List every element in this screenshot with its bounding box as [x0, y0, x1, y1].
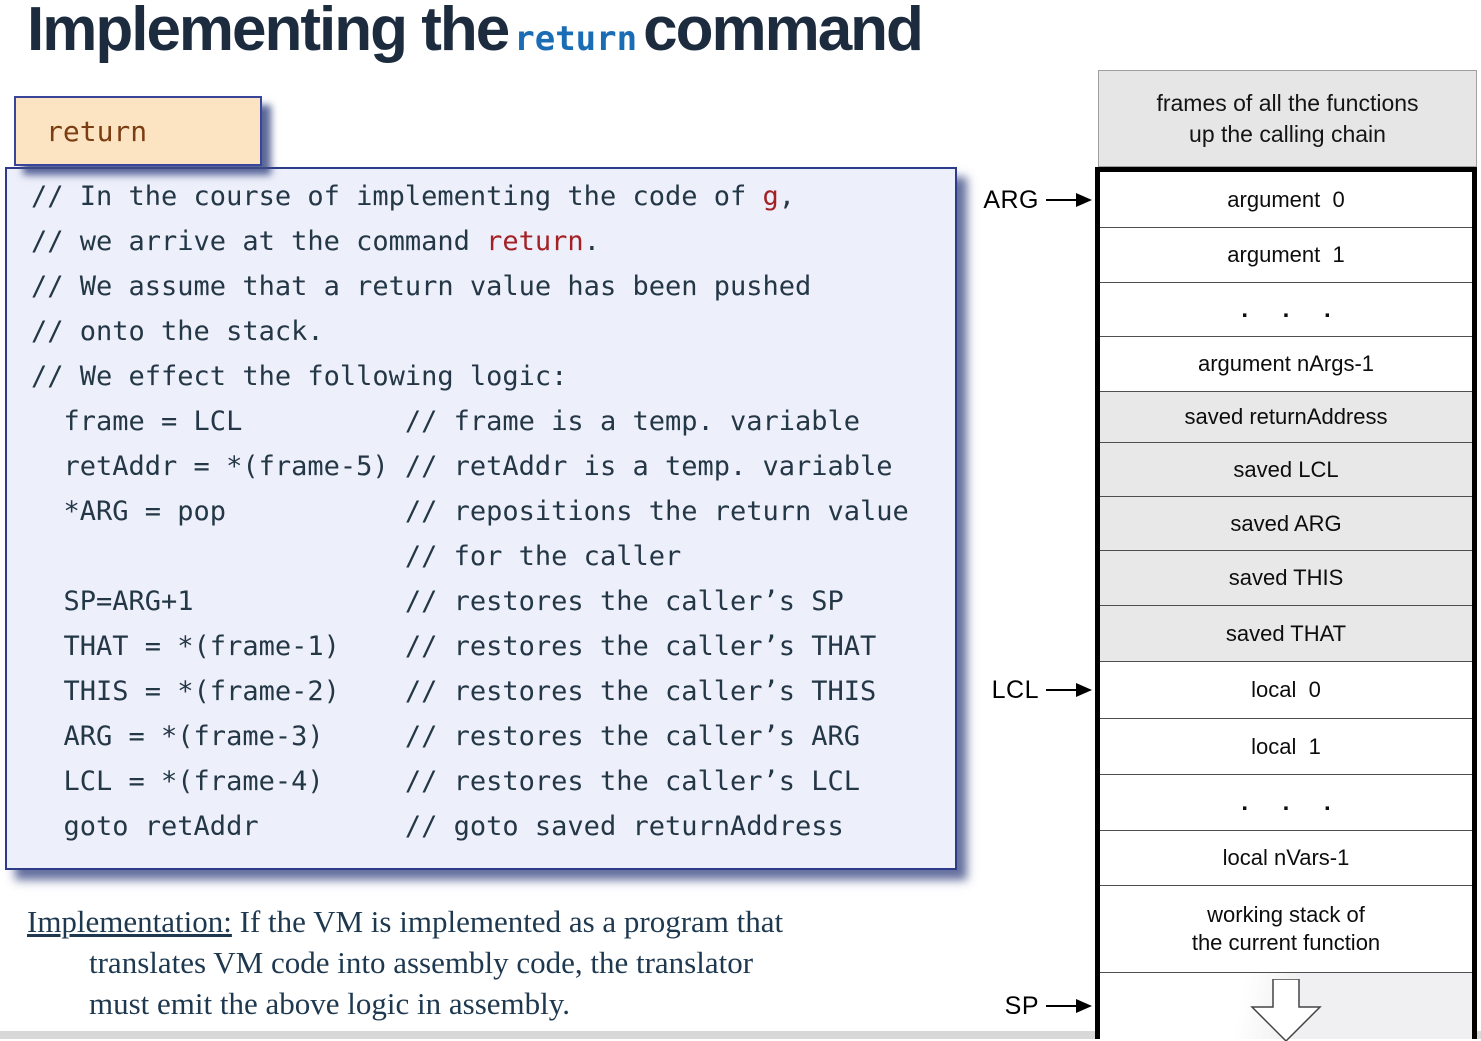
- stack-row: saved LCL: [1100, 443, 1472, 497]
- code-text: ,: [778, 181, 796, 212]
- stack-row: local nVars-1: [1100, 831, 1472, 886]
- stack-row-label: saved THAT: [1225, 620, 1347, 646]
- stack-row: argument nArgs-1: [1100, 337, 1472, 392]
- pointer-sp: SP: [978, 973, 1092, 1039]
- stack-grows-down-arrow-icon: [1250, 979, 1322, 1041]
- right-arrow-icon: [1046, 683, 1092, 697]
- code-line: // We effect the following logic:: [7, 354, 955, 399]
- stack-diagram: argument 0 ARG argument 1 . . . argument nAr…: [983, 167, 1477, 1041]
- stack-row-label: . . .: [1241, 295, 1345, 323]
- code-text: // we arrive at the command: [31, 226, 487, 257]
- code-line: retAddr = *(frame-5) // retAddr is a tem…: [7, 444, 955, 489]
- right-arrow-icon: [1046, 192, 1092, 207]
- stack-row-label: local nVars-1: [1222, 845, 1350, 870]
- implementation-line-1-rest: If the VM is implemented as a program th…: [231, 904, 784, 939]
- stack-row: saved returnAddress: [1100, 392, 1472, 443]
- stack-row-label: working stack of the current function: [1191, 902, 1381, 955]
- stack-row-label: saved LCL: [1233, 456, 1339, 482]
- code-line: goto retAddr // goto saved returnAddress: [7, 804, 955, 849]
- code-text: ARG = *(frame-3) // restores the caller’…: [31, 721, 861, 752]
- code-text: // We assume that a return value has bee…: [31, 271, 812, 302]
- code-text: // We effect the following logic:: [31, 361, 568, 392]
- return-command-chip: return: [14, 96, 262, 166]
- stack-row: local 1: [1100, 719, 1472, 775]
- pointer-label: LCL: [991, 676, 1039, 704]
- return-logic-code-box: // In the course of implementing the cod…: [5, 167, 957, 870]
- code-text: // for the caller: [31, 541, 682, 572]
- stack-row-label: argument nArgs-1: [1197, 351, 1375, 376]
- implementation-lead: Implementation:: [27, 904, 232, 939]
- code-line: THIS = *(frame-2) // restores the caller…: [7, 669, 955, 714]
- pointer-lcl: LCL: [978, 662, 1092, 718]
- code-line: // for the caller: [7, 534, 955, 579]
- code-text: SP=ARG+1 // restores the caller’s SP: [31, 586, 844, 617]
- stack-row: . . .: [1100, 775, 1472, 831]
- stack-row-label: . . .: [1241, 788, 1345, 816]
- code-text: frame = LCL // frame is a temp. variable: [31, 406, 861, 437]
- stack-row: working stack of the current function: [1100, 886, 1472, 973]
- stack-row: argument 0 ARG: [983, 172, 1472, 228]
- title-return-keyword: return: [514, 19, 638, 59]
- implementation-note: Implementation: If the VM is implemented…: [27, 901, 987, 1024]
- frames-header: frames of all the functions up the calli…: [1098, 70, 1477, 167]
- pointer-arg: ARG: [978, 172, 1092, 227]
- code-text: LCL = *(frame-4) // restores the caller’…: [31, 766, 861, 797]
- stack-row-label: saved THIS: [1228, 565, 1344, 590]
- code-line: *ARG = pop // repositions the return val…: [7, 489, 955, 534]
- code-line: // we arrive at the command return.: [7, 219, 955, 264]
- code-highlight: return: [486, 226, 584, 257]
- code-highlight: g: [762, 181, 779, 212]
- implementation-line-1: Implementation: If the VM is implemented…: [27, 901, 987, 942]
- stack-row: saved THAT: [1100, 606, 1472, 662]
- slide-bottom-edge: [0, 1031, 1481, 1039]
- stack-row-label: local 0: [1251, 677, 1321, 702]
- pointer-label: ARG: [983, 185, 1039, 214]
- stack-row: saved THIS: [1100, 551, 1472, 606]
- stack-row: argument 1: [1100, 228, 1472, 283]
- implementation-line-3: must emit the above logic in assembly.: [89, 986, 570, 1021]
- code-line: THAT = *(frame-1) // restores the caller…: [7, 624, 955, 669]
- code-text: *ARG = pop // repositions the return val…: [31, 496, 909, 527]
- stack-row: saved ARG: [1100, 497, 1472, 551]
- code-line: // onto the stack.: [7, 309, 955, 354]
- code-line: frame = LCL // frame is a temp. variable: [7, 399, 955, 444]
- code-text: .: [583, 226, 600, 257]
- title-pre: Implementing the: [27, 0, 510, 64]
- code-text: // onto the stack.: [31, 316, 324, 347]
- stack-row-label: argument 1: [1227, 242, 1345, 267]
- code-line: // We assume that a return value has bee…: [7, 264, 955, 309]
- code-text: // In the course of implementing the cod…: [31, 181, 763, 212]
- code-text: THAT = *(frame-1) // restores the caller…: [31, 631, 877, 662]
- code-text: THIS = *(frame-2) // restores the caller…: [31, 676, 877, 707]
- stack-row-label: saved returnAddress: [1184, 404, 1388, 429]
- code-line: ARG = *(frame-3) // restores the caller’…: [7, 714, 955, 759]
- stack-row: SP: [1005, 973, 1472, 1041]
- implementation-line-2: translates VM code into assembly code, t…: [89, 945, 754, 980]
- code-line: SP=ARG+1 // restores the caller’s SP: [7, 579, 955, 624]
- code-text: goto retAddr // goto saved returnAddress: [31, 811, 844, 842]
- stack-row-label: argument 0: [1227, 186, 1345, 212]
- stack-row: . . .: [1100, 283, 1472, 337]
- title-post: command: [643, 0, 924, 64]
- pointer-label: SP: [1004, 992, 1039, 1020]
- stack-row-label: local 1: [1251, 733, 1321, 759]
- code-line: // In the course of implementing the cod…: [7, 174, 955, 219]
- right-arrow-icon: [1046, 999, 1092, 1013]
- code-line: LCL = *(frame-4) // restores the caller’…: [7, 759, 955, 804]
- stack-row: local 0 LCL: [992, 662, 1472, 719]
- code-text: retAddr = *(frame-5) // retAddr is a tem…: [31, 451, 893, 482]
- stack-row-label: saved ARG: [1230, 510, 1342, 536]
- return-chip-label: return: [46, 114, 148, 148]
